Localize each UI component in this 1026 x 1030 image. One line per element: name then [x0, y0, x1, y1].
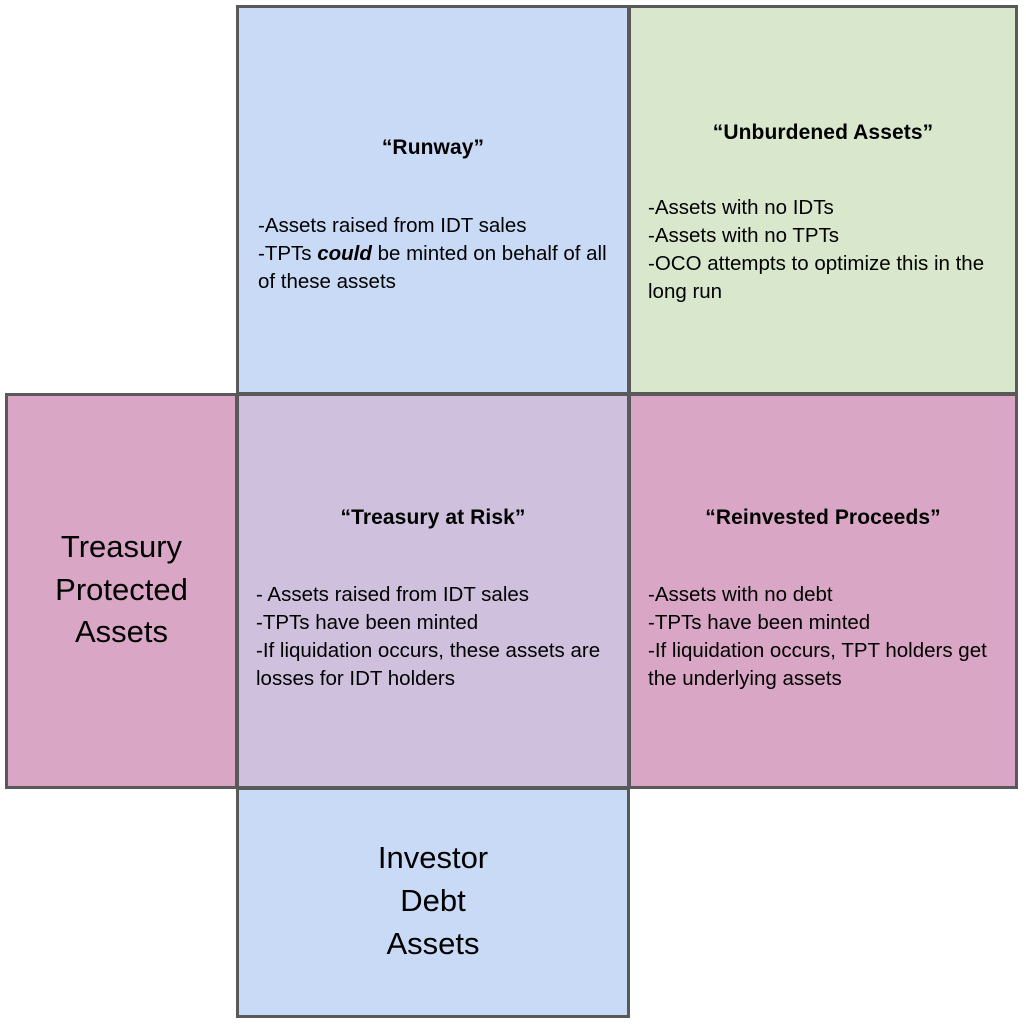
reinvested-proceeds-bullet-list: -Assets with no debt -TPTs have been min…	[631, 581, 1015, 693]
unburdened-bullet-1: -Assets with no IDTs	[648, 196, 834, 220]
runway-bullet-2-emphasis: could	[317, 242, 372, 266]
reinvested-proceeds-bullet-2: -TPTs have been minted	[648, 611, 871, 635]
runway-bullet-2: -TPTs could be minted on behalf of all o…	[258, 240, 617, 296]
treasury-at-risk-bullet-3: -If liquidation occurs, these assets are…	[256, 638, 601, 690]
runway-bullet-1: -Assets raised from IDT sales	[258, 214, 527, 238]
unburdened-title: “Unburdened Assets”	[712, 121, 934, 144]
cell-treasury-at-risk[interactable]: “Treasury at Risk” - Assets raised from …	[236, 393, 630, 789]
treasury-at-risk-body: “Treasury at Risk” - Assets raised from …	[239, 506, 627, 693]
reinvested-proceeds-bullet-1: -Assets with no debt	[648, 583, 833, 607]
unburdened-bullet-list: -Assets with no IDTs -Assets with no TPT…	[631, 194, 1015, 306]
cell-reinvested-proceeds[interactable]: “Reinvested Proceeds” -Assets with no de…	[628, 393, 1018, 789]
treasury-at-risk-title: “Treasury at Risk”	[340, 506, 526, 529]
treasury-at-risk-bullet-list: - Assets raised from IDT sales -TPTs hav…	[239, 581, 627, 693]
treasury-protected-assets-label: Treasury Protected Assets	[55, 528, 188, 650]
investor-debt-assets-label: Investor Debt Assets	[377, 840, 489, 961]
runway-bullet-list: -Assets raised from IDT sales -TPTs coul…	[239, 212, 627, 296]
unburdened-bullet-3: -OCO attempts to optimize this in the lo…	[648, 251, 985, 303]
reinvested-proceeds-title: “Reinvested Proceeds”	[705, 506, 941, 529]
runway-bullet-2-post: be minted on behalf of all of these asse…	[258, 242, 607, 293]
runway-title: “Runway”	[381, 136, 485, 159]
cell-unburdened-assets[interactable]: “Unburdened Assets” -Assets with no IDTs…	[628, 5, 1018, 395]
reinvested-proceeds-bullet-3: -If liquidation occurs, TPT holders get …	[648, 638, 987, 690]
cell-treasury-protected-assets[interactable]: Treasury Protected Assets	[5, 393, 238, 789]
treasury-at-risk-bullet-2: -TPTs have been minted	[256, 611, 479, 635]
runway-body: “Runway” -Assets raised from IDT sales -…	[239, 136, 627, 296]
unburdened-bullet-2: -Assets with no TPTs	[648, 224, 840, 248]
cell-investor-debt-assets[interactable]: Investor Debt Assets	[236, 787, 630, 1018]
unburdened-body: “Unburdened Assets” -Assets with no IDTs…	[631, 121, 1015, 306]
cell-runway[interactable]: “Runway” -Assets raised from IDT sales -…	[236, 5, 630, 395]
reinvested-proceeds-body: “Reinvested Proceeds” -Assets with no de…	[631, 506, 1015, 693]
runway-bullet-2-pre: -TPTs	[258, 242, 318, 266]
treasury-at-risk-bullet-1: - Assets raised from IDT sales	[256, 583, 530, 607]
